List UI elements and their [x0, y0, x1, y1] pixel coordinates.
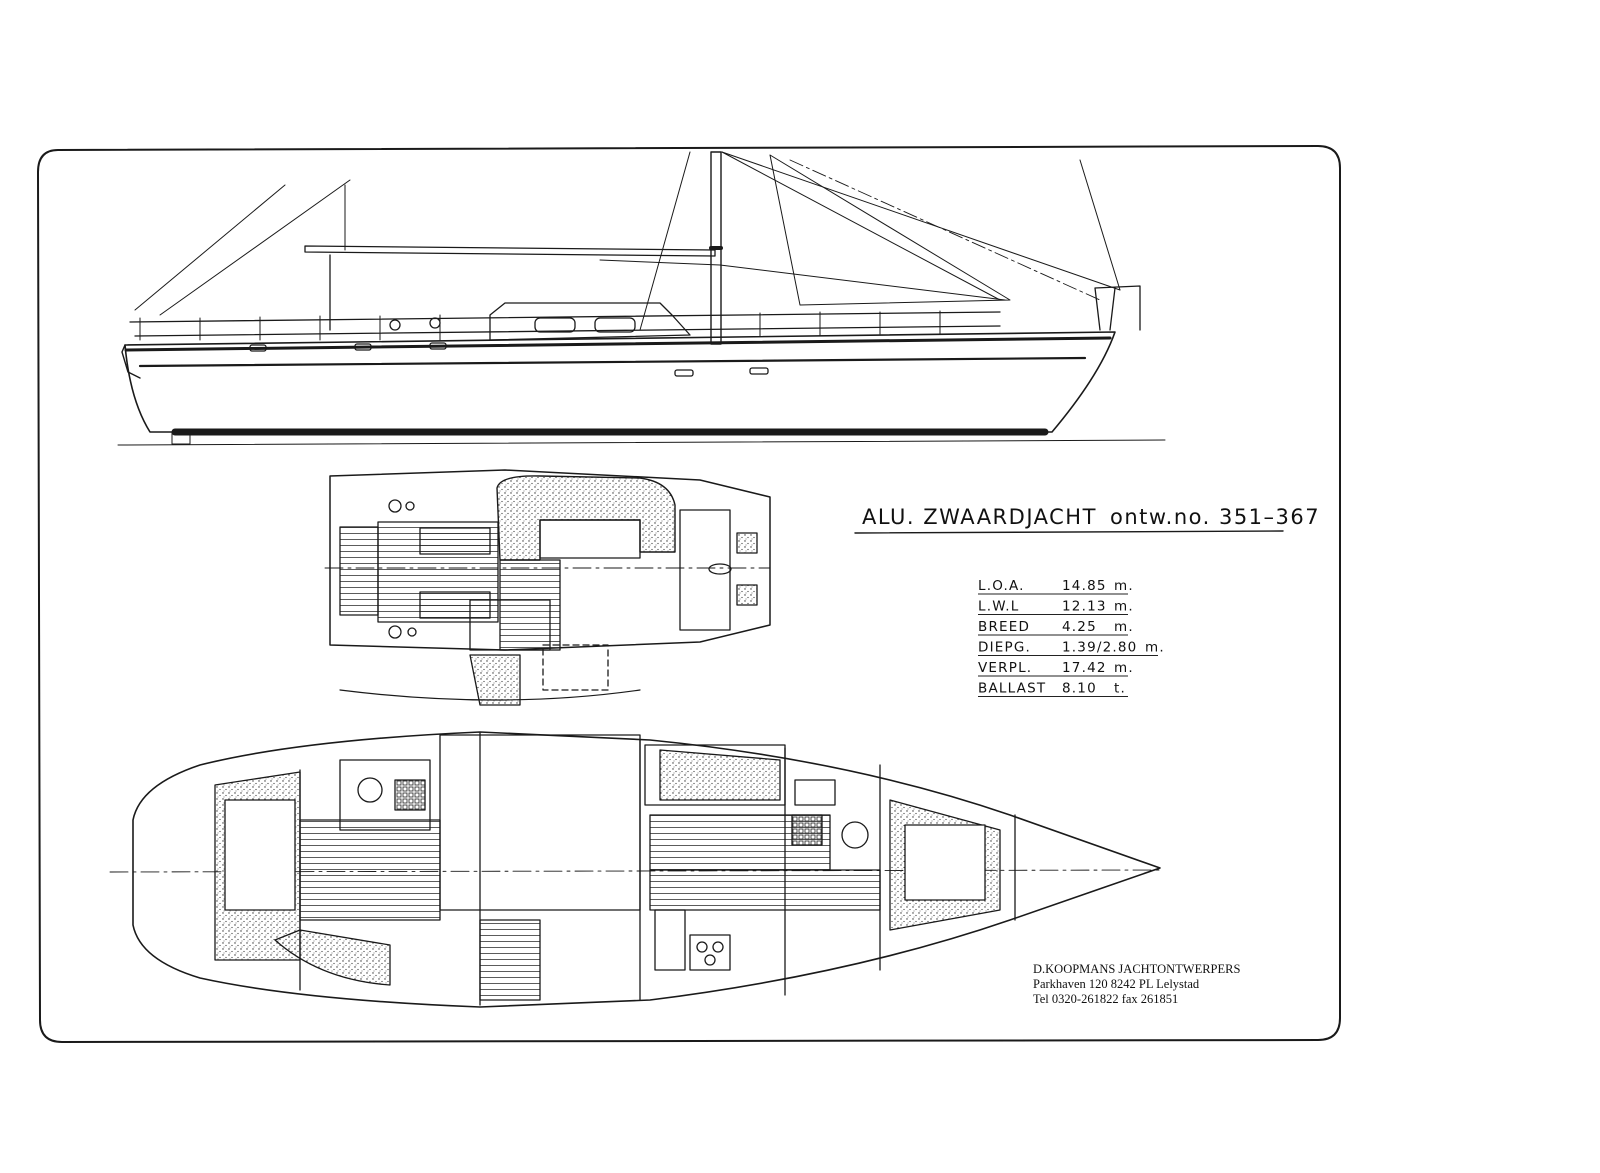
spec-table: L.O.A. 14.85 m. L.W.L 12.13 m. BREED 4.25 m. DIEP…: [978, 578, 1165, 697]
spec-label: BALLAST: [978, 681, 1046, 697]
spec-value: 12.13: [1062, 599, 1107, 615]
spec-unit: m.: [1114, 599, 1134, 615]
spec-unit: t.: [1114, 681, 1126, 697]
waterline: [117, 439, 1166, 446]
deck-plan-view: [324, 469, 771, 706]
spec-unit: m.: [1145, 640, 1165, 656]
spec-label: DIEPG.: [978, 640, 1031, 656]
guard-rail: [129, 311, 1001, 323]
dodger-cushions: [496, 475, 676, 561]
spec-value: 4.25: [1062, 619, 1097, 635]
spec-label: L.O.A.: [978, 578, 1025, 594]
interior-layout-view: [109, 731, 1161, 1008]
spec-value: 8.10: [1062, 681, 1097, 697]
deck-outline: [329, 469, 771, 651]
designer-contact: Tel 0320-261822 fax 261851: [1033, 992, 1178, 1006]
spec-unit: m.: [1114, 578, 1134, 594]
sheer-stripe: [124, 336, 1112, 352]
spec-value: 17.42: [1062, 660, 1107, 676]
spec-value: 1.39/2.80: [1062, 640, 1137, 656]
interior-hull-outline: [132, 731, 1161, 1008]
spec-unit: m.: [1114, 619, 1134, 635]
spec-label: L.W.L: [978, 599, 1019, 615]
side-profile-view: [117, 151, 1166, 446]
backstay: [134, 184, 286, 311]
boom: [304, 245, 716, 257]
spec-unit: m.: [1114, 660, 1134, 676]
hull-outline: [124, 331, 1116, 433]
boot-stripe: [138, 356, 1087, 368]
spec-label: BREED: [978, 619, 1030, 635]
designer-address: Parkhaven 120 8242 PL Lelystad: [1033, 977, 1200, 991]
spec-label: VERPL.: [978, 660, 1032, 676]
forestay: [721, 151, 1121, 291]
designer-name: D.KOOPMANS JACHTONTWERPERS: [1033, 962, 1240, 976]
title-underline: [854, 530, 1284, 534]
design-title: ALU. ZWAARDJACHT: [862, 505, 1097, 529]
spec-value: 14.85: [1062, 578, 1107, 594]
headsail: [769, 154, 1011, 306]
design-number: ontw.no. 351–367: [1110, 505, 1320, 529]
keel-stub: [171, 431, 191, 445]
deckhouse: [489, 302, 691, 341]
page-frame: [37, 145, 1341, 1043]
